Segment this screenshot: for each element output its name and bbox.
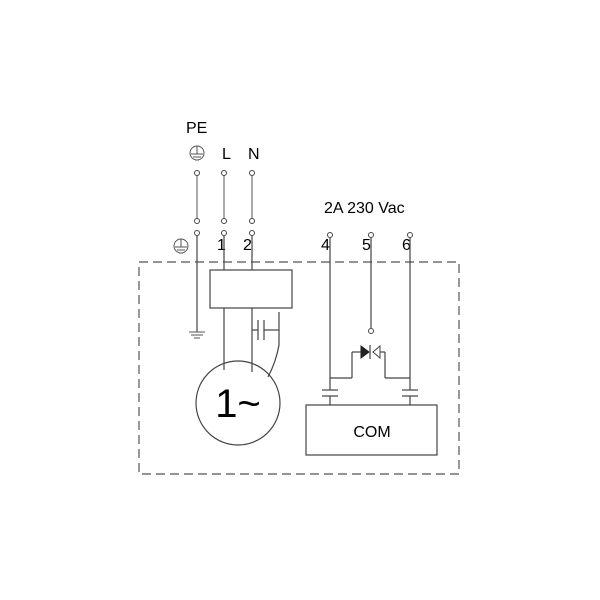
relay-contact-markers [322,389,418,405]
relay-contacts [360,344,381,360]
pe-earth-symbol-top [189,145,205,161]
relay-rating-label: 2A 230 Vac [324,200,405,217]
supply-wires [196,236,253,332]
terminal-4-label: 4 [321,237,330,254]
motor-wires [223,308,253,372]
relay-wiring [329,238,411,390]
internal-earth-symbol [189,331,205,339]
com-box [305,404,438,456]
controller-box [209,269,293,309]
supply-disconnect [194,170,255,236]
motor-label: 1~ [215,382,261,426]
pe-label: PE [186,120,207,137]
motor-capacitor [252,312,280,378]
terminal-earth-symbol [173,238,189,254]
terminal-5-label: 5 [362,237,371,254]
terminal-2-label: 2 [243,237,252,254]
l-label: L [222,146,231,163]
terminal-6-label: 6 [402,237,411,254]
device-enclosure [138,261,460,475]
terminal-1-label: 1 [217,237,226,254]
motor-circle [195,360,281,446]
com-label: COM [353,424,390,441]
relay-terminals [327,232,413,238]
n-label: N [248,146,260,163]
